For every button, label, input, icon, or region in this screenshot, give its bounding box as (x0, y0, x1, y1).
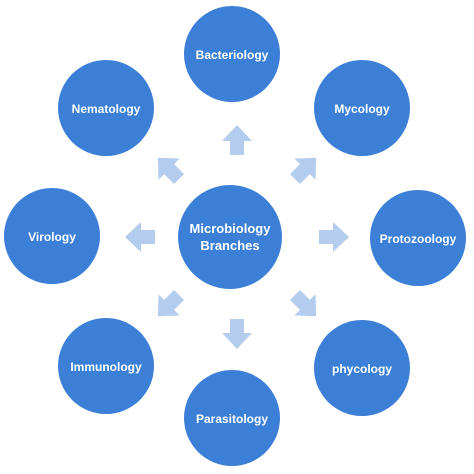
branch-circle-virology (4, 188, 100, 284)
center-node: Microbiology Branches (178, 185, 282, 289)
branch-label-parasitology: Parasitology (196, 412, 268, 426)
center-label-line2: Branches (200, 238, 259, 253)
branch-node-immunology: Immunology (58, 318, 154, 414)
branch-node-parasitology: Parasitology (184, 370, 280, 466)
center-label-line1: Microbiology (190, 221, 272, 236)
branch-label-nematology: Nematology (72, 102, 141, 116)
branch-label-phycology: phycology (332, 362, 392, 376)
branch-circle-bacteriology (184, 6, 280, 102)
branch-circle-parasitology (184, 370, 280, 466)
branch-node-protozoology: Protozoology (370, 190, 466, 286)
arrow-to-immunology (157, 290, 184, 317)
branch-node-bacteriology: Bacteriology (184, 6, 280, 102)
branch-circle-protozoology (370, 190, 466, 286)
branch-label-bacteriology: Bacteriology (196, 48, 269, 62)
branch-label-immunology: Immunology (70, 360, 142, 374)
arrow-to-bacteriology (222, 125, 252, 155)
center-node-circle (178, 185, 282, 289)
branch-circle-mycology (314, 60, 410, 156)
arrow-to-virology (125, 222, 155, 252)
branch-circle-phycology (314, 320, 410, 416)
arrow-to-parasitology (222, 319, 252, 349)
branch-circle-nematology (58, 60, 154, 156)
branch-node-mycology: Mycology (314, 60, 410, 156)
branch-node-nematology: Nematology (58, 60, 154, 156)
branch-label-virology: Virology (28, 230, 76, 244)
branch-node-phycology: phycology (314, 320, 410, 416)
arrows-group (125, 125, 349, 349)
arrow-to-mycology (290, 157, 317, 184)
branch-node-virology: Virology (4, 188, 100, 284)
branch-circle-immunology (58, 318, 154, 414)
arrow-to-protozoology (319, 222, 349, 252)
branch-label-protozoology: Protozoology (380, 232, 457, 246)
arrow-to-phycology (290, 290, 317, 317)
branch-label-mycology: Mycology (334, 102, 390, 116)
arrow-to-nematology (157, 157, 184, 184)
